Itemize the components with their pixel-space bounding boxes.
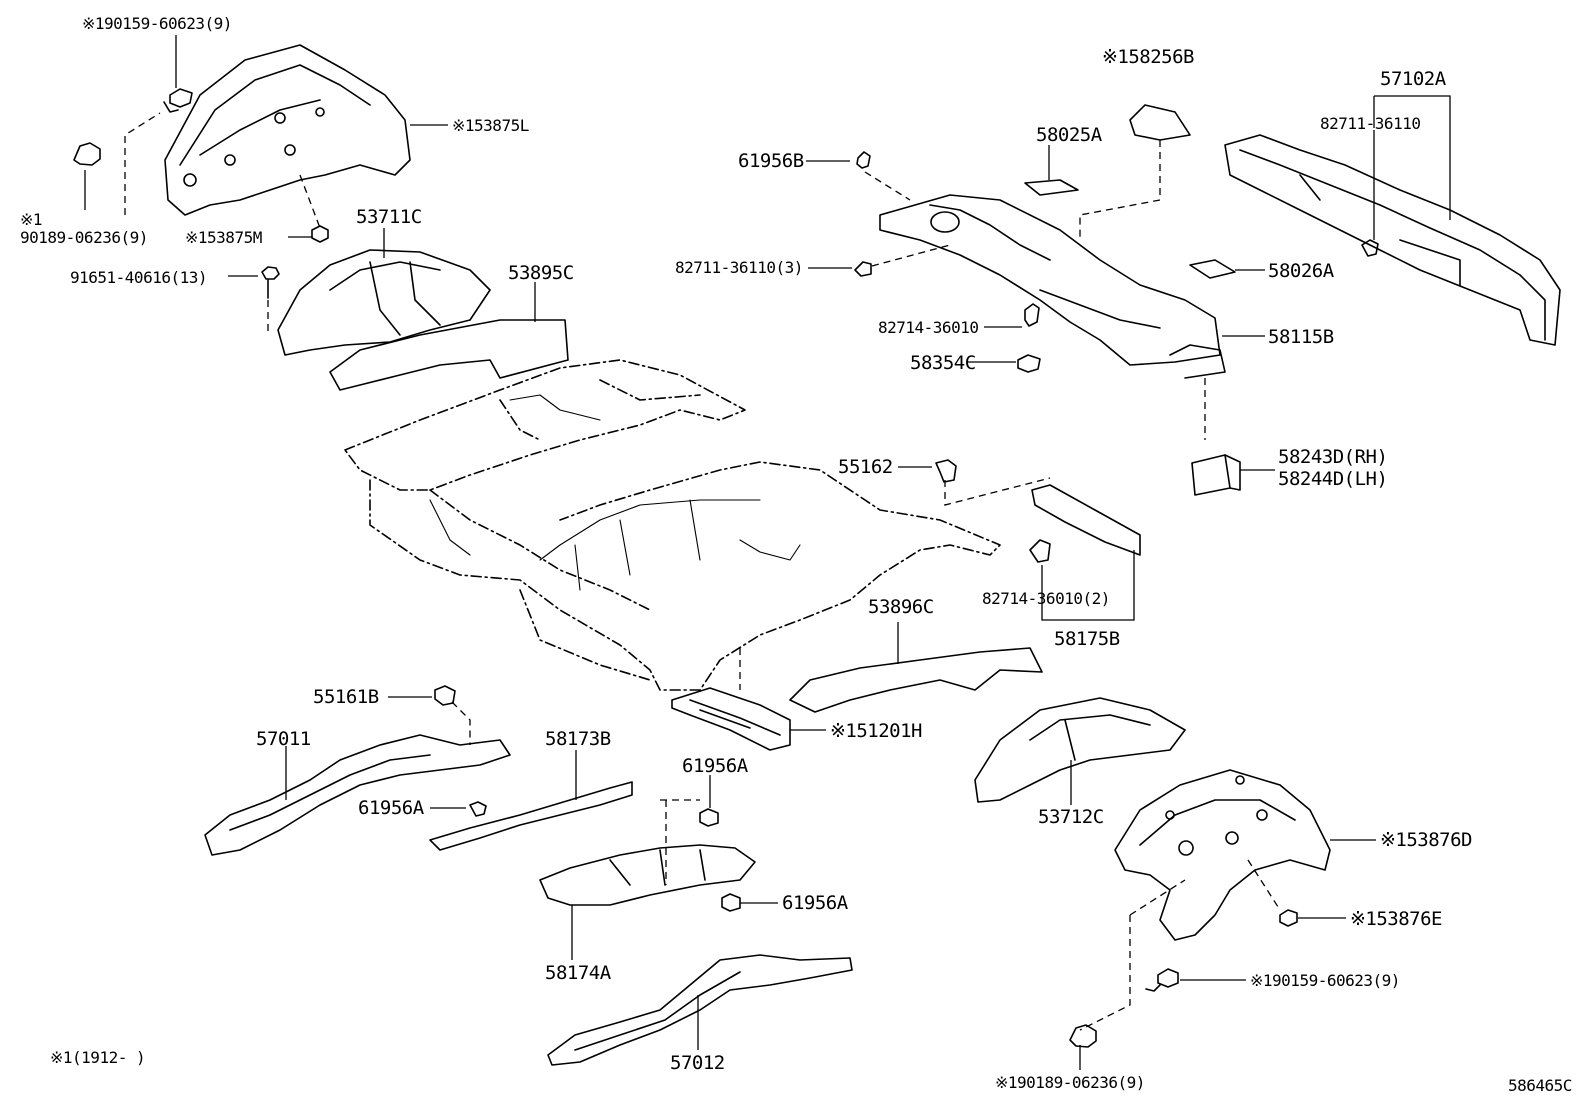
label-53895C: 53895C (508, 262, 574, 284)
label-55162: 55162 (838, 456, 893, 478)
label-61956A-lower: 61956A (782, 892, 848, 914)
floor-pan-main (344, 359, 1001, 691)
leader-19 (1041, 550, 1135, 621)
label-58174A: 58174A (545, 962, 611, 984)
label-58354C: 58354C (910, 352, 976, 374)
leader-dash-14 (1079, 879, 1186, 1031)
figure-id: 586465C (1508, 1076, 1572, 1095)
label-82711-36110: 82711-36110 (1320, 114, 1421, 133)
label-58115B: 58115B (1268, 326, 1334, 348)
label-58175B: 58175B (1054, 628, 1120, 650)
label-53896C: 53896C (868, 596, 934, 618)
bracket-53896C (789, 647, 1043, 713)
label-53875M: ※153875M (185, 228, 262, 247)
label-57102A: 57102A (1380, 68, 1446, 90)
label-58026A: 58026A (1268, 260, 1334, 282)
leader-dash-4 (1079, 140, 1161, 240)
label-61956B: 61956B (738, 150, 804, 172)
leader-dash-5 (864, 171, 911, 201)
member-57011 (204, 734, 511, 856)
clip-61956A-2 (699, 808, 719, 827)
bolt-top-left (163, 88, 193, 113)
label-82714-36010: 82714-36010 (878, 318, 979, 337)
leader-dash-6 (871, 244, 951, 267)
bolt-bottom-right (1145, 968, 1179, 992)
panel-53712C (974, 697, 1186, 803)
label-90189: 90189-06236(9) (20, 228, 148, 247)
footnote: ※1(1912- ) (50, 1048, 146, 1067)
clip-55162 (935, 459, 957, 483)
label-61956A-upper: 61956A (682, 755, 748, 777)
label-190189-bottom: ※190189-06236(9) (995, 1073, 1145, 1092)
bar-58173B (429, 781, 633, 851)
clip-82714 (1024, 303, 1040, 327)
label-82711-36110-3: 82711-36110(3) (675, 258, 803, 277)
label-58256B: ※158256B (1102, 46, 1195, 68)
leader-dash-1 (124, 112, 161, 215)
member-57102A (1224, 134, 1561, 346)
leader-dash-8 (944, 477, 1051, 506)
clip-82711-36110 (1361, 239, 1379, 257)
label-53712C: 53712C (1038, 806, 1104, 828)
bracket-58256B (1129, 104, 1191, 141)
label-61956A-left: 61956A (358, 797, 424, 819)
plate-58025A (1024, 179, 1079, 196)
nut-53876E (1279, 909, 1298, 927)
clip-61956A-1 (469, 801, 487, 817)
clip-61956B (856, 151, 871, 169)
label-53876E: ※153876E (1350, 908, 1443, 930)
bracket-58174A (539, 844, 756, 906)
plate-58243D (1191, 454, 1241, 496)
bracket-58175B (1031, 484, 1141, 556)
floor-pan-details (429, 394, 801, 591)
nut-58354C (1017, 354, 1041, 373)
clip-top-left (73, 142, 101, 166)
plate-51201H (671, 687, 791, 751)
label-82714-36010-2: 82714-36010(2) (982, 589, 1110, 608)
clip-bottom-right (1069, 1024, 1097, 1048)
crossmember-58115B (879, 194, 1226, 379)
plate-58026A (1189, 259, 1236, 279)
label-55161B: 55161B (313, 686, 379, 708)
nut-53875M (311, 225, 329, 243)
leader-dash-10 (451, 701, 471, 745)
clip-82714-2 (1029, 539, 1051, 563)
label-53875L: ※153875L (452, 116, 529, 135)
label-58244D: 58244D(LH) (1278, 468, 1388, 490)
clip-82711-3 (854, 261, 872, 277)
bolt-91651 (261, 266, 280, 299)
bracket-53895C (329, 319, 569, 391)
label-53876D: ※153876D (1380, 829, 1473, 851)
label-91651: 91651-40616(13) (70, 268, 208, 287)
panel-53711C (277, 249, 491, 356)
label-58243D: 58243D(RH) (1278, 446, 1388, 468)
label-53711C: 53711C (356, 206, 422, 228)
leader-dash-13 (1247, 859, 1281, 911)
leader-16 (1373, 95, 1451, 220)
label-58025A: 58025A (1036, 124, 1102, 146)
clip-61956A-3 (721, 893, 741, 912)
label-57011: 57011 (256, 728, 311, 750)
label-90189-mark: ※1 (20, 210, 43, 229)
label-51201H: ※151201H (830, 720, 923, 742)
leader-dash-2 (299, 174, 321, 229)
label-58173B: 58173B (545, 728, 611, 750)
label-57012: 57012 (670, 1052, 725, 1074)
fender-liner-53875L (164, 44, 411, 216)
label-190159-bottom: ※190159-60623(9) (1250, 971, 1400, 990)
label-190159-top: ※190159-60623(9) (82, 14, 232, 33)
member-57012 (547, 954, 853, 1066)
